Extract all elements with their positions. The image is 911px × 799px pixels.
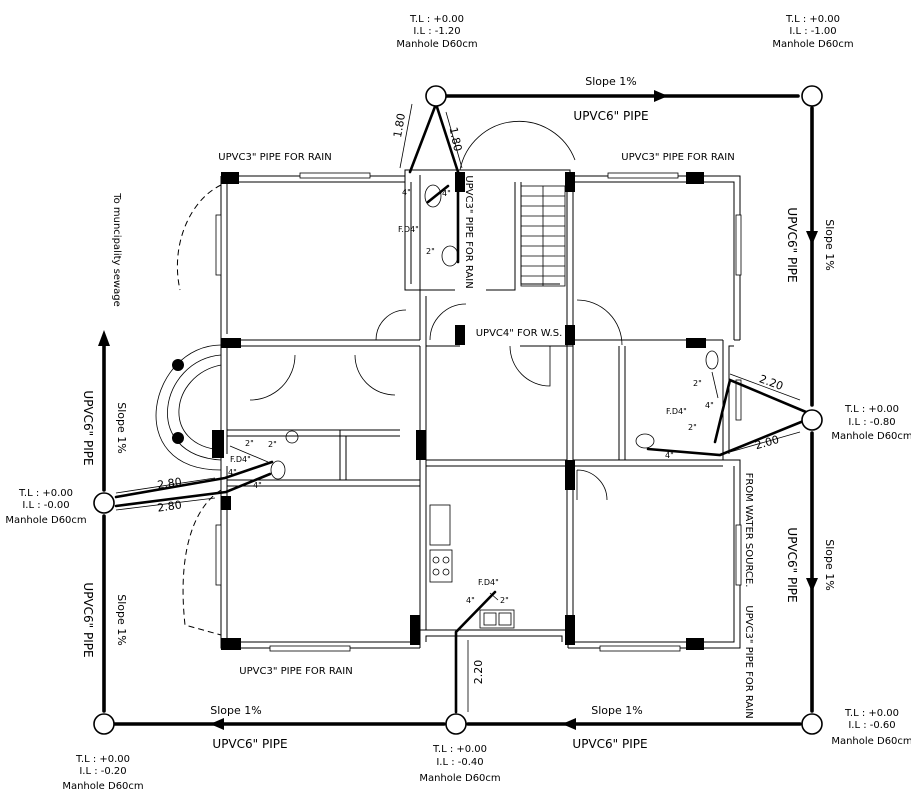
rain-pipe-label: UPVC3" PIPE FOR RAIN [621, 152, 734, 163]
dimension-label: 1.80 [447, 126, 465, 153]
pipe-size-label: 2" [693, 379, 702, 388]
manhole-tl-label: T.L : +0.00 [844, 404, 899, 415]
ws-pipe-label: UPVC4" FOR W.S. [476, 328, 563, 339]
porch-column-icon [172, 359, 184, 371]
manhole-tl-label: T.L : +0.00 [409, 14, 464, 25]
manhole-size-label: Manhole D60cm [831, 431, 911, 442]
manhole-il-label: I.L : -0.80 [848, 417, 895, 428]
sewage-direction-label: To muncipality sewage [111, 192, 122, 307]
manhole-icon [801, 409, 823, 431]
dimension-label: 2.20 [472, 660, 485, 685]
dimension-labels: 1.80 1.80 2.20 2.00 2.80 2.80 2.20 [156, 112, 784, 684]
slope-label: Slope 1% [823, 539, 836, 590]
pipe-size-label: UPVC6" PIPE [785, 527, 799, 602]
rain-pipe-label: UPVC3" PIPE FOR RAIN [218, 152, 331, 163]
pipe-size-label: UPVC6" PIPE [573, 109, 648, 123]
pipe-size-label: UPVC6" PIPE [81, 582, 95, 657]
manhole-size-label: Manhole D60cm [772, 39, 853, 50]
manhole-icon [93, 492, 115, 514]
manhole-size-label: Manhole D60cm [396, 39, 477, 50]
manhole-icon [425, 85, 447, 107]
manhole-il-label: I.L : -0.40 [436, 757, 483, 768]
slope-label: Slope 1% [591, 704, 642, 717]
manhole-il-label: I.L : -0.00 [22, 500, 69, 511]
manhole-size-label: Manhole D60cm [5, 515, 86, 526]
floor-drain-label: F.D4" [398, 225, 419, 234]
floor-drain-label: F.D4" [230, 455, 251, 464]
slope-label: Slope 1% [115, 402, 128, 453]
manhole-symbols [93, 85, 823, 735]
pipe-size-label: 4" [402, 188, 411, 197]
rain-pipe-label: UPVC3" PIPE FOR RAIN [463, 175, 474, 288]
arrow-left-icon [210, 718, 224, 730]
porch-column-icon [172, 432, 184, 444]
building-walls [155, 120, 742, 652]
pipe-size-label: 2" [426, 247, 435, 256]
pipe-size-label: 4" [253, 481, 262, 490]
arrow-up-icon [98, 330, 110, 346]
manhole-il-label: I.L : -1.00 [789, 26, 836, 37]
dimension-label: 2.00 [753, 433, 780, 452]
pipe-size-label: 2" [245, 439, 254, 448]
pipe-size-label: 4" [466, 596, 475, 605]
pipe-size-label: 2" [688, 423, 697, 432]
pipe-labels: Slope 1% UPVC6" PIPE Slope 1% UPVC6" PIP… [81, 75, 836, 751]
pipe-size-label: UPVC6" PIPE [212, 737, 287, 751]
manhole-tl-label: T.L : +0.00 [785, 14, 840, 25]
slope-label: Slope 1% [115, 594, 128, 645]
manhole-size-label: Manhole D60cm [831, 736, 911, 747]
pipe-size-label: 2" [268, 440, 277, 449]
arrow-left-icon [654, 90, 668, 102]
pipe-size-label: UPVC6" PIPE [572, 737, 647, 751]
pipe-size-label: UPVC6" PIPE [785, 207, 799, 282]
arrow-left-icon [562, 718, 576, 730]
floor-drain-label: F.D4" [666, 407, 687, 416]
manhole-size-label: Manhole D60cm [62, 781, 143, 792]
manhole-labels: T.L : +0.00 I.L : -1.20 Manhole D60cm T.… [5, 14, 911, 792]
slope-label: Slope 1% [210, 704, 261, 717]
manhole-il-label: I.L : -1.20 [413, 26, 460, 37]
branch-pipes [114, 102, 808, 714]
dimension-label: 2.80 [156, 475, 182, 491]
pipe-size-label: 4" [228, 468, 237, 477]
manhole-icon [801, 85, 823, 107]
slope-label: Slope 1% [585, 75, 636, 88]
arrow-down-icon [806, 578, 818, 592]
structural-columns [212, 172, 706, 650]
manhole-tl-label: T.L : +0.00 [432, 744, 487, 755]
pipe-size-label: 4" [442, 189, 451, 198]
pipe-size-label: 4" [705, 401, 714, 410]
manhole-icon [801, 713, 823, 735]
manhole-icon [93, 713, 115, 735]
manhole-size-label: Manhole D60cm [419, 773, 500, 784]
slope-label: Slope 1% [823, 219, 836, 270]
dimension-label: 2.20 [757, 372, 784, 393]
manhole-il-label: I.L : -0.60 [848, 720, 895, 731]
rain-pipe-label: UPVC3" PIPE FOR RAIN [743, 605, 754, 718]
manhole-tl-label: T.L : +0.00 [18, 488, 73, 499]
manhole-tl-label: T.L : +0.00 [844, 708, 899, 719]
arrow-down-icon [806, 231, 818, 245]
floor-drain-label: F.D4" [478, 578, 499, 587]
manhole-icon [445, 713, 467, 735]
pipe-size-label: 2" [500, 596, 509, 605]
staircase [520, 185, 566, 287]
fitting-labels: F.D4" 4" 4" 2" F.D4" 2" 4" 2" 4" F.D4" 2… [228, 188, 714, 605]
main-sewer-line [98, 90, 818, 730]
manhole-tl-label: T.L : +0.00 [75, 754, 130, 765]
dimension-label: 1.80 [391, 112, 408, 138]
water-source-label: FROM WATER SOURCE. [743, 473, 754, 588]
rain-pipe-label: UPVC3" PIPE FOR RAIN [239, 666, 352, 677]
manhole-il-label: I.L : -0.20 [79, 766, 126, 777]
dimension-label: 2.80 [156, 498, 182, 514]
dimension-lines [115, 103, 801, 712]
pipe-size-label: UPVC6" PIPE [81, 390, 95, 465]
pipe-size-label: 4" [665, 451, 674, 460]
